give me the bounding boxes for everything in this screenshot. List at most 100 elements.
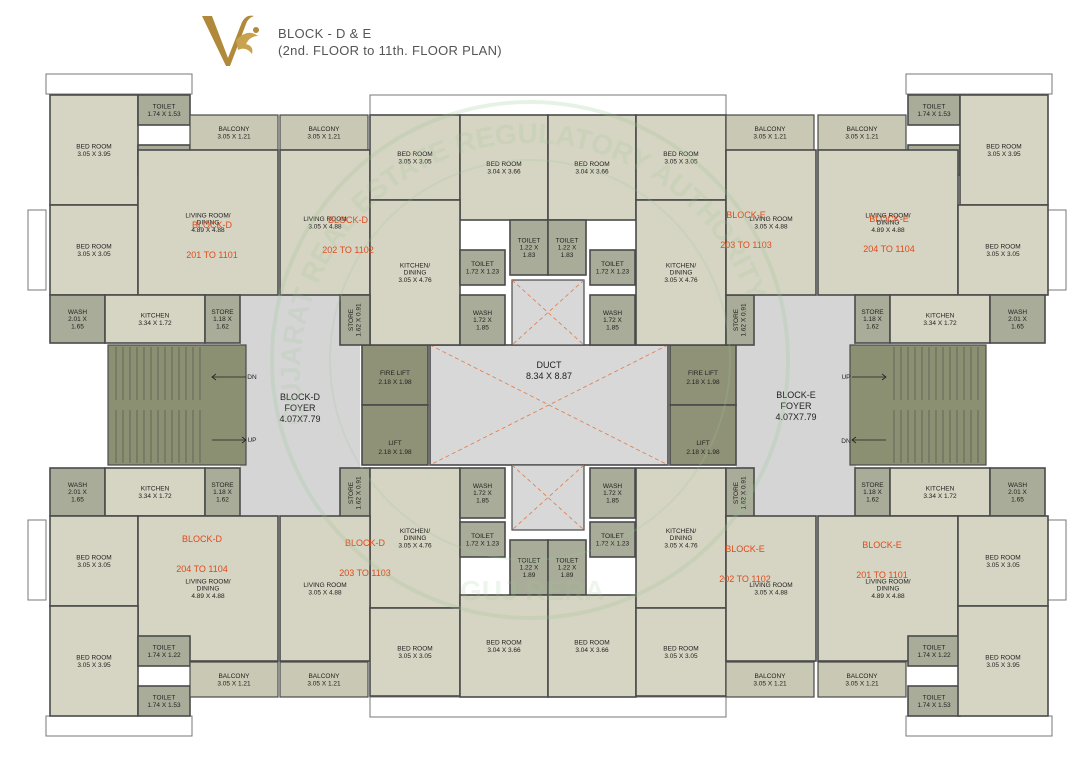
- unit-block-label: BLOCK-D: [328, 215, 369, 225]
- unit-range-label: 203 TO 1103: [720, 240, 772, 250]
- block-d-fire-lift: [361, 344, 429, 406]
- unit-range-label: 202 TO 1102: [719, 574, 771, 584]
- v-monogram-logo-icon: [202, 15, 259, 67]
- room-label: STORE1.62 X 0.91: [348, 476, 362, 510]
- block-d-staircase: [107, 344, 247, 466]
- unit-block-label: BLOCK-E: [726, 210, 766, 220]
- block-e-lift: [669, 404, 737, 466]
- unit-block-label: BLOCK-E: [869, 214, 909, 224]
- unit-block-label: BLOCK-E: [725, 544, 765, 554]
- room-label: STORE1.62 X 0.91: [733, 476, 747, 510]
- unit-range-label: 204 TO 1104: [863, 244, 915, 254]
- unit-block-label: BLOCK-D: [345, 538, 386, 548]
- stair-d-up-label: UP: [247, 437, 256, 444]
- room-label: STORE1.62 X 0.91: [348, 303, 362, 337]
- room-label: STORE1.62 X 0.91: [733, 303, 747, 337]
- stair-e-up-label: UP: [841, 374, 850, 381]
